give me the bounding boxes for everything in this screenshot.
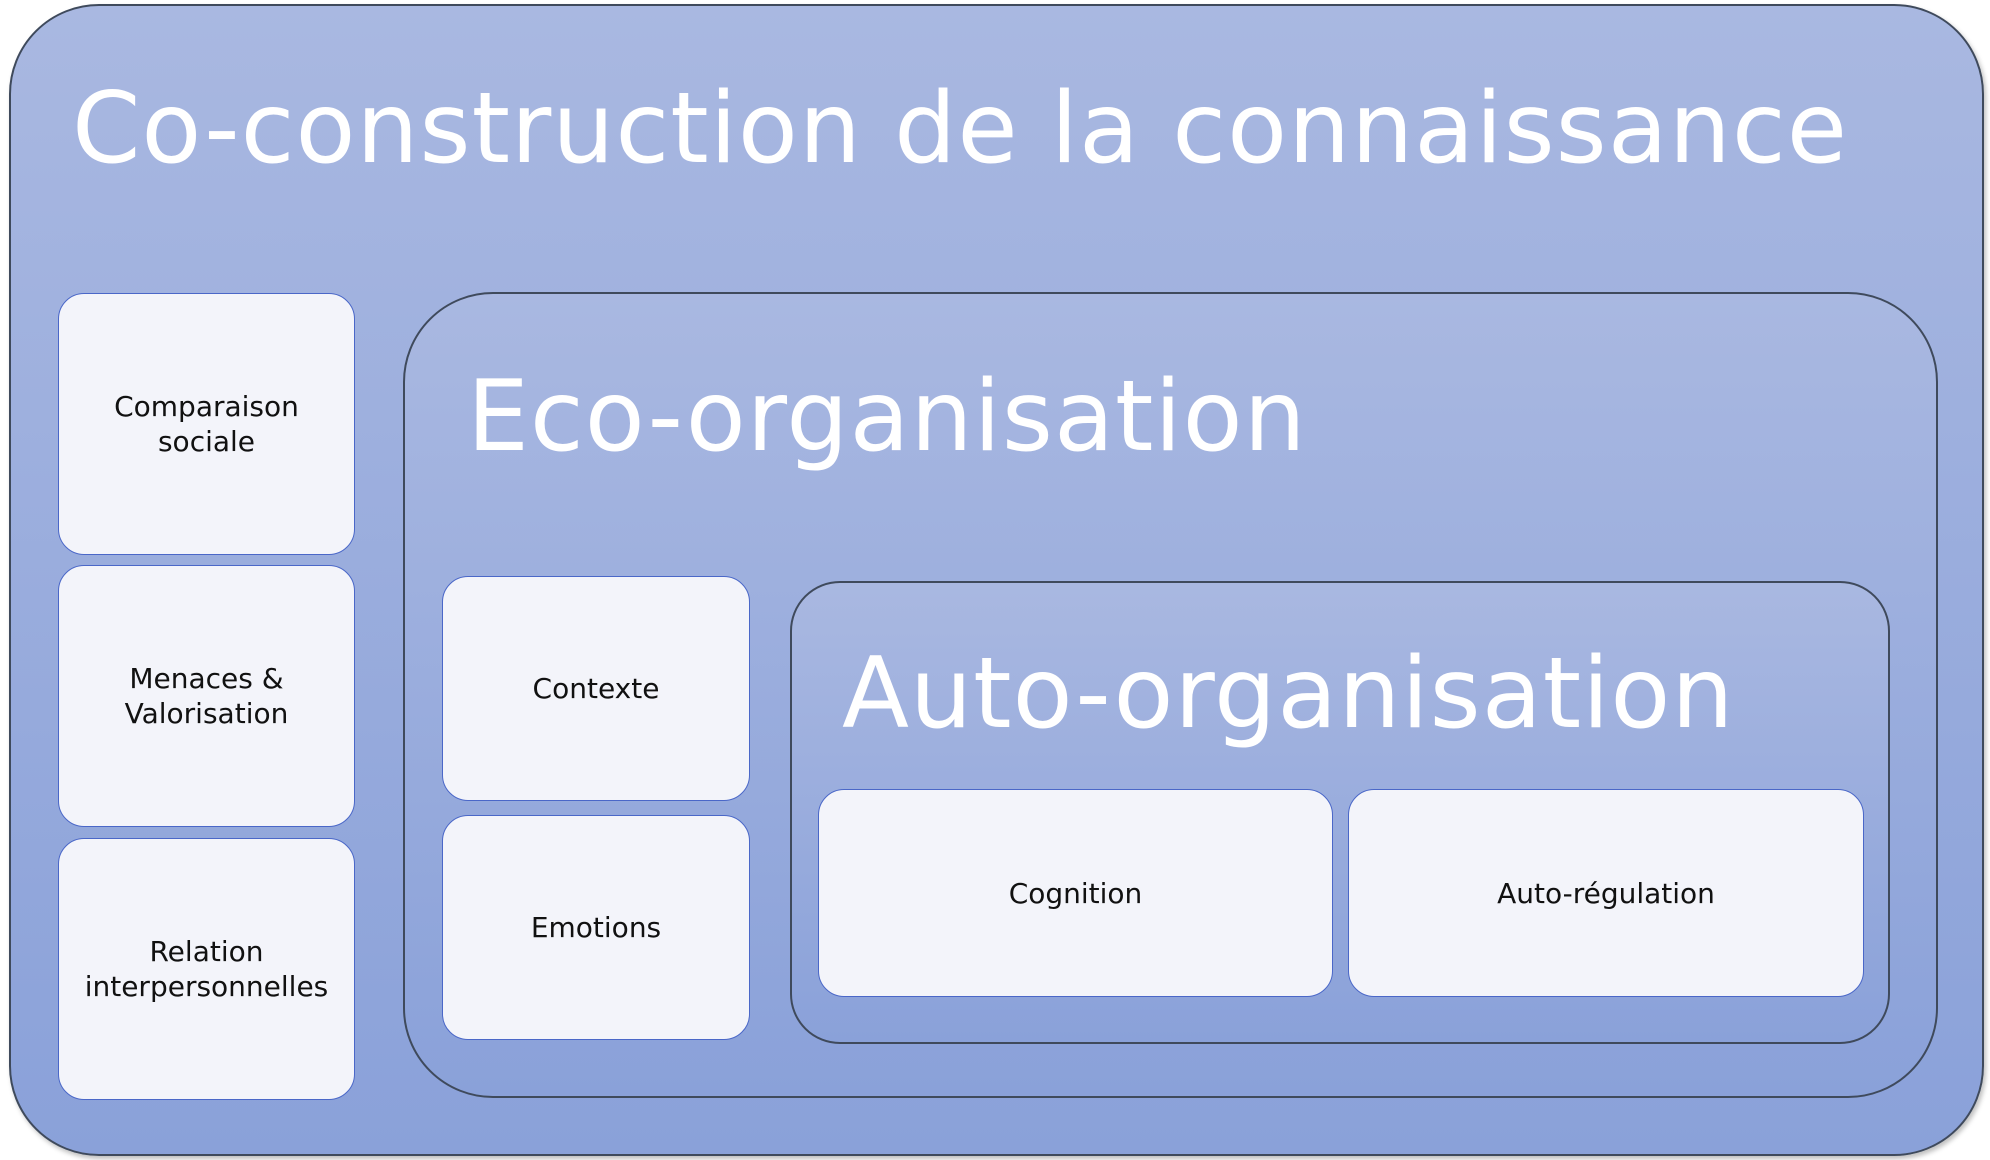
box-cognition: Cognition xyxy=(818,789,1333,997)
co-construction-title: Co-construction de la connaissance xyxy=(72,72,1849,186)
box-auto-regulation: Auto-régulation xyxy=(1348,789,1864,997)
box-emotions: Emotions xyxy=(442,815,750,1040)
box-menaces-valorisation: Menaces & Valorisation xyxy=(58,565,355,827)
box-comparaison-sociale: Comparaison sociale xyxy=(58,293,355,555)
auto-organisation-title: Auto-organisation xyxy=(842,637,1735,751)
box-relation-interpersonnelles: Relation interpersonnelles xyxy=(58,838,355,1100)
eco-organisation-title: Eco-organisation xyxy=(467,360,1307,474)
box-contexte: Contexte xyxy=(442,576,750,801)
